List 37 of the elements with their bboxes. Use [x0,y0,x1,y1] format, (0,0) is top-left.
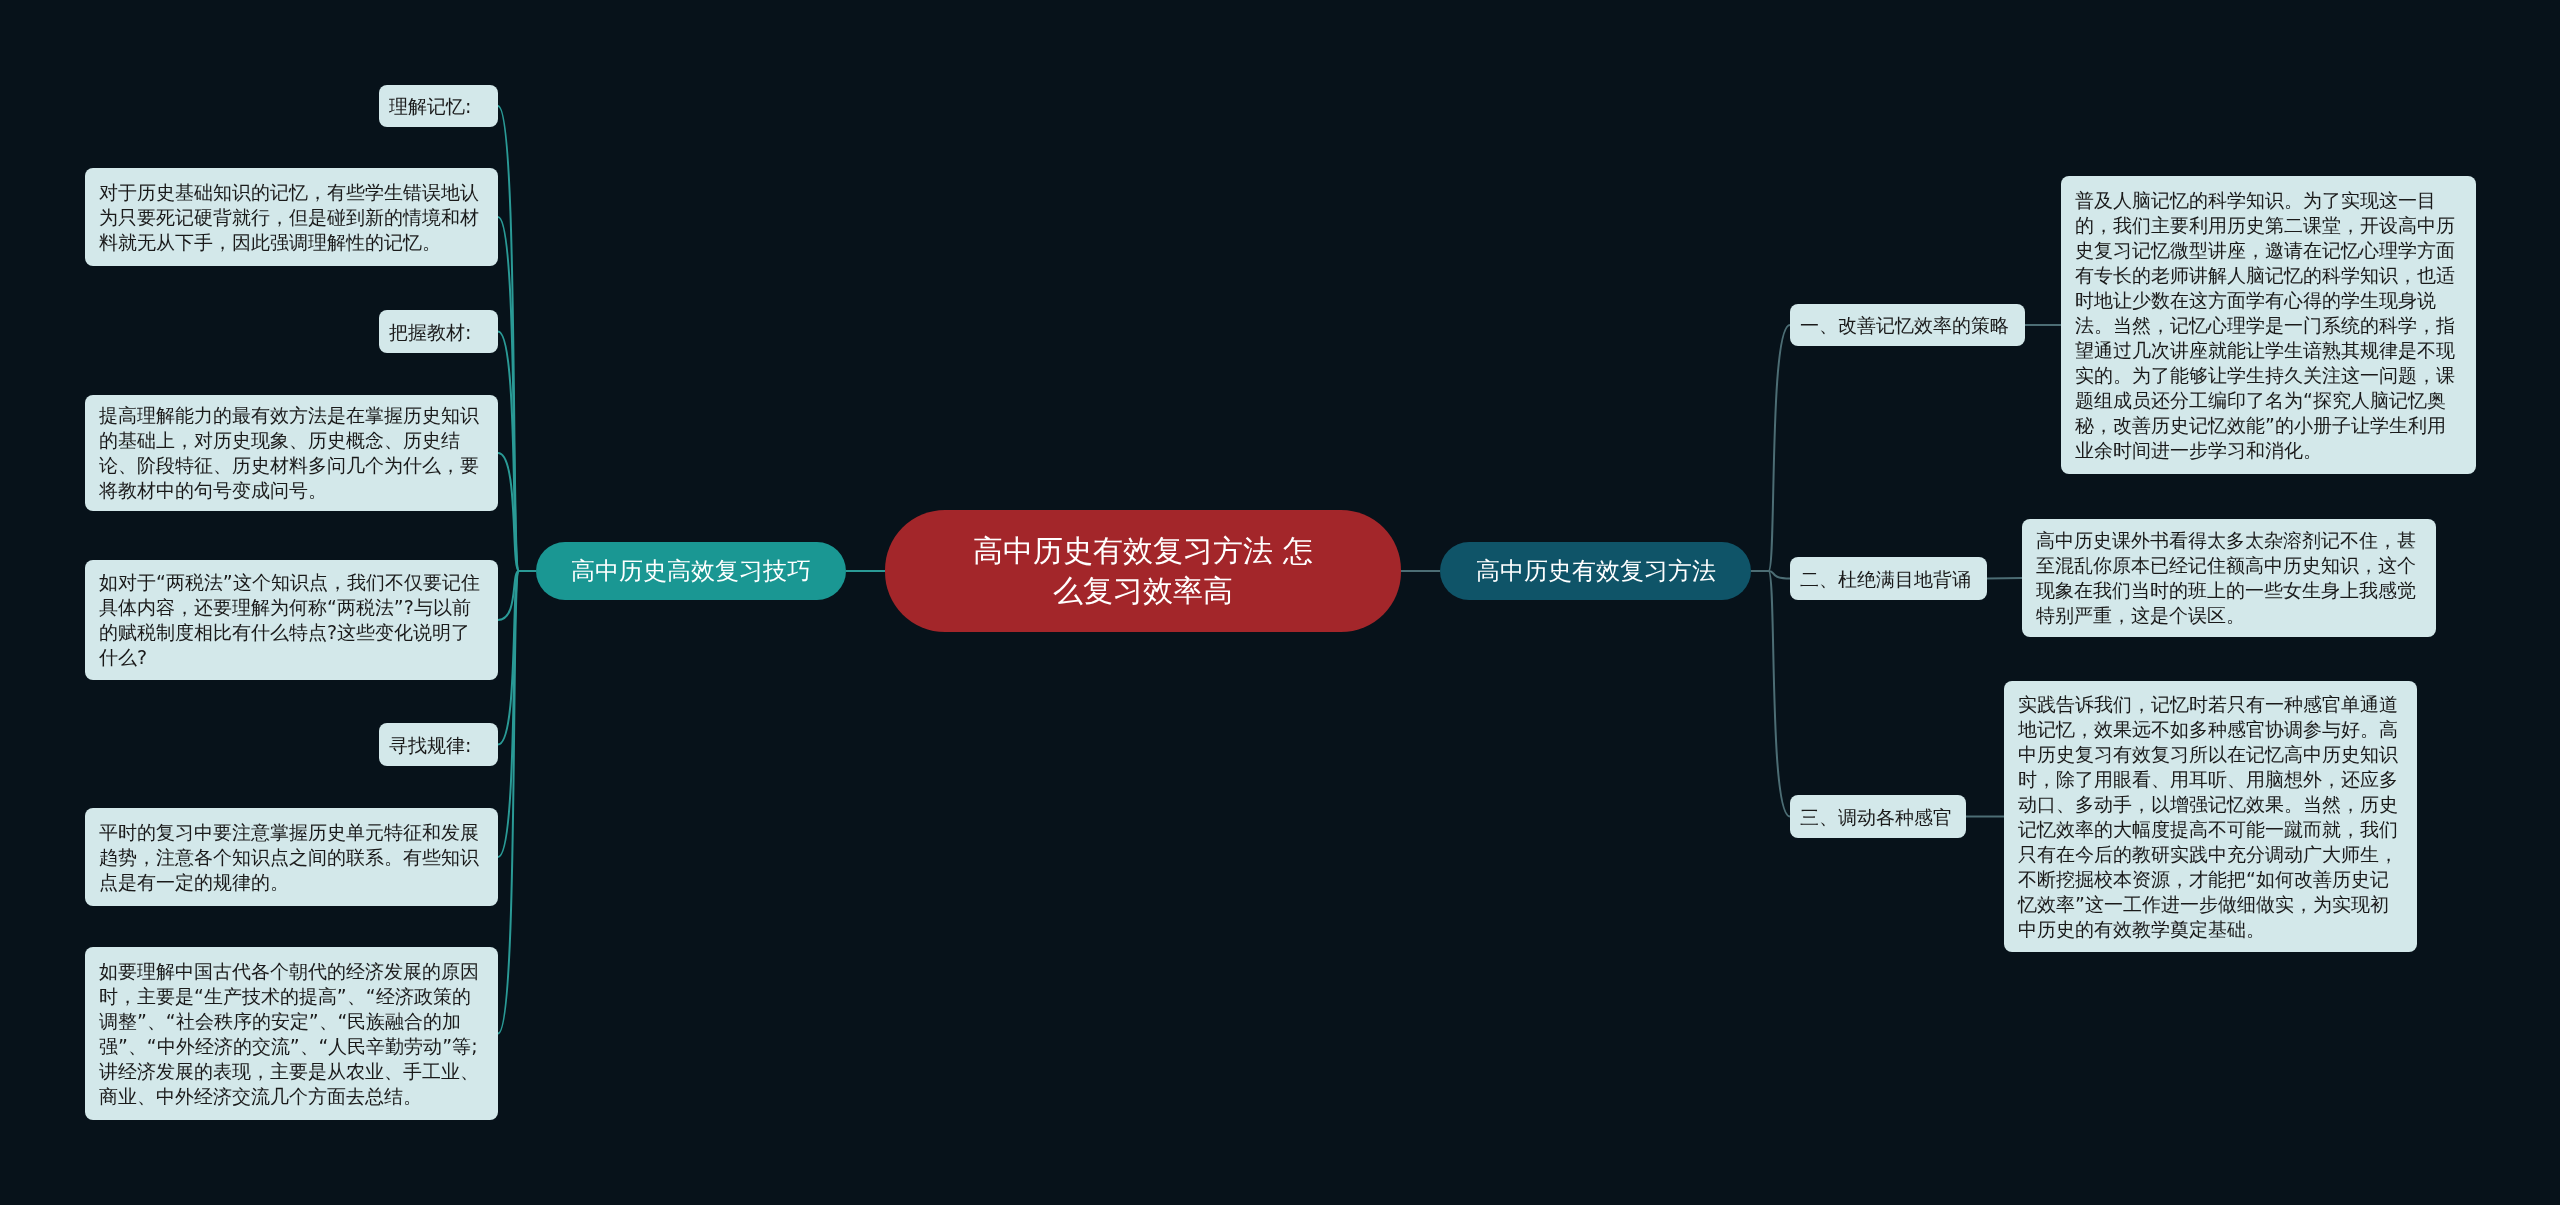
note-box [85,560,498,680]
node-text: 高中历史有效复习方法 [1475,556,1716,586]
subtopic-box [1790,304,2025,346]
node-text: 寻找规律: [389,732,472,758]
subtopic-box [379,310,498,353]
subtopic-box [1790,557,1987,600]
branch-topic-pill [1440,542,1751,600]
node-text: 提高理解能力的最有效方法是在掌握历史知识的基础上，对历史现象、历史概念、历史结论、阶段特征、历史材料多问几个为什么，要将教材中的句号变成问号。 [99,403,480,503]
node-text: 高中历史课外书看得太多太杂溶剂记不住，甚至混乱你原本已经记住额高中历史知识，这个现象在我们当时的班上的一些女生身上我感觉特别严重，这是个误区。 [2036,528,2417,628]
node-text: 把握教材: [389,319,472,345]
node-text: 对于历史基础知识的记忆，有些学生错误地认为只要死记硬背就行，但是碰到新的情境和材料就无从下手，因此强调理解性的记忆。 [99,179,480,255]
subtopic-box [1790,795,1966,838]
connector-line [1750,570,1791,818]
node-text: 二、杜绝满目地背诵 [1800,566,1971,592]
node-text: 如对于“两税法”这个知识点，我们不仅要记住具体内容，还要理解为何称“两税法”?与以前的赋税制度相比有什么特点?这些变化说明了什么? [99,570,481,670]
note-box [85,808,498,906]
node-text: 一、改善记忆效率的策略 [1800,313,2009,338]
node-text: 高中历史有效复习方法 怎么复习效率高 [972,532,1314,610]
node-text: 三、调动各种感官 [1800,804,1952,830]
node-text: 高中历史高效复习技巧 [571,556,811,586]
note-box [85,168,498,266]
node-text: 如要理解中国古代各个朝代的经济发展的原因时，主要是“生产技术的提高”、“经济政策的调整”、“社会秩序的安定”、“民族融合的加强”、“中外经济的交流”、“人民辛勤劳动”等;讲经济发展的表现，主要是从农业、手工业、商业、中外经济交流几个方面去总结。 [99,958,480,1109]
subtopic-box [379,723,498,766]
connector-line [1965,815,2005,818]
connector-line [845,570,886,572]
note-box [2022,519,2436,637]
note-box [85,395,498,511]
connector-line [2024,324,2062,326]
branch-topic-pill [536,542,846,600]
node-text: 平时的复习中要注意掌握历史单元特征和发展趋势，注意各个知识点之间的联系。有些知识点是有一定的规律的。 [99,819,480,895]
node-text: 实践告诉我们，记忆时若只有一种感官单通道地记忆，效果远不如多种感官协调参与好。高中历史复习有效复习所以在记忆高中历史知识时，除了用眼看、用耳听、用脑想外，还应多动口、多动手，以增强记忆效果。当然，历史记忆效率的大幅度提高不可能一蹴而就，我们只有在今后的教研实践中充分调动广大师生，不断挖掘校本资源，才能把“如何改善历史记忆效率”这一工作进一步做细做实，为实现初中历史的有效教学奠定基础。 [2018,691,2399,942]
subtopic-box [379,85,498,127]
connector-line [1400,570,1441,572]
note-box [85,947,498,1120]
node-text: 普及人脑记忆的科学知识。为了实现这一目的，我们主要利用历史第二课堂，开设高中历史复习记忆微型讲座，邀请在记忆心理学方面有专长的老师讲解人脑记忆的科学知识，也适时地让少数在这方面学有心得的学生现身说法。当然，记忆心理学是一门系统的科学，指望通过几次讲座就能让学生谙熟其规律是不现实的。为了能够让学生持久关注这一问题，课题组成员还分工编印了名为“探究人脑记忆奥秘，改善历史记忆效能”的小册子让学生利用业余时间进一步学习和消化。 [2075,187,2456,463]
node-text: 理解记忆: [389,94,472,119]
connector-line [1986,577,2023,580]
